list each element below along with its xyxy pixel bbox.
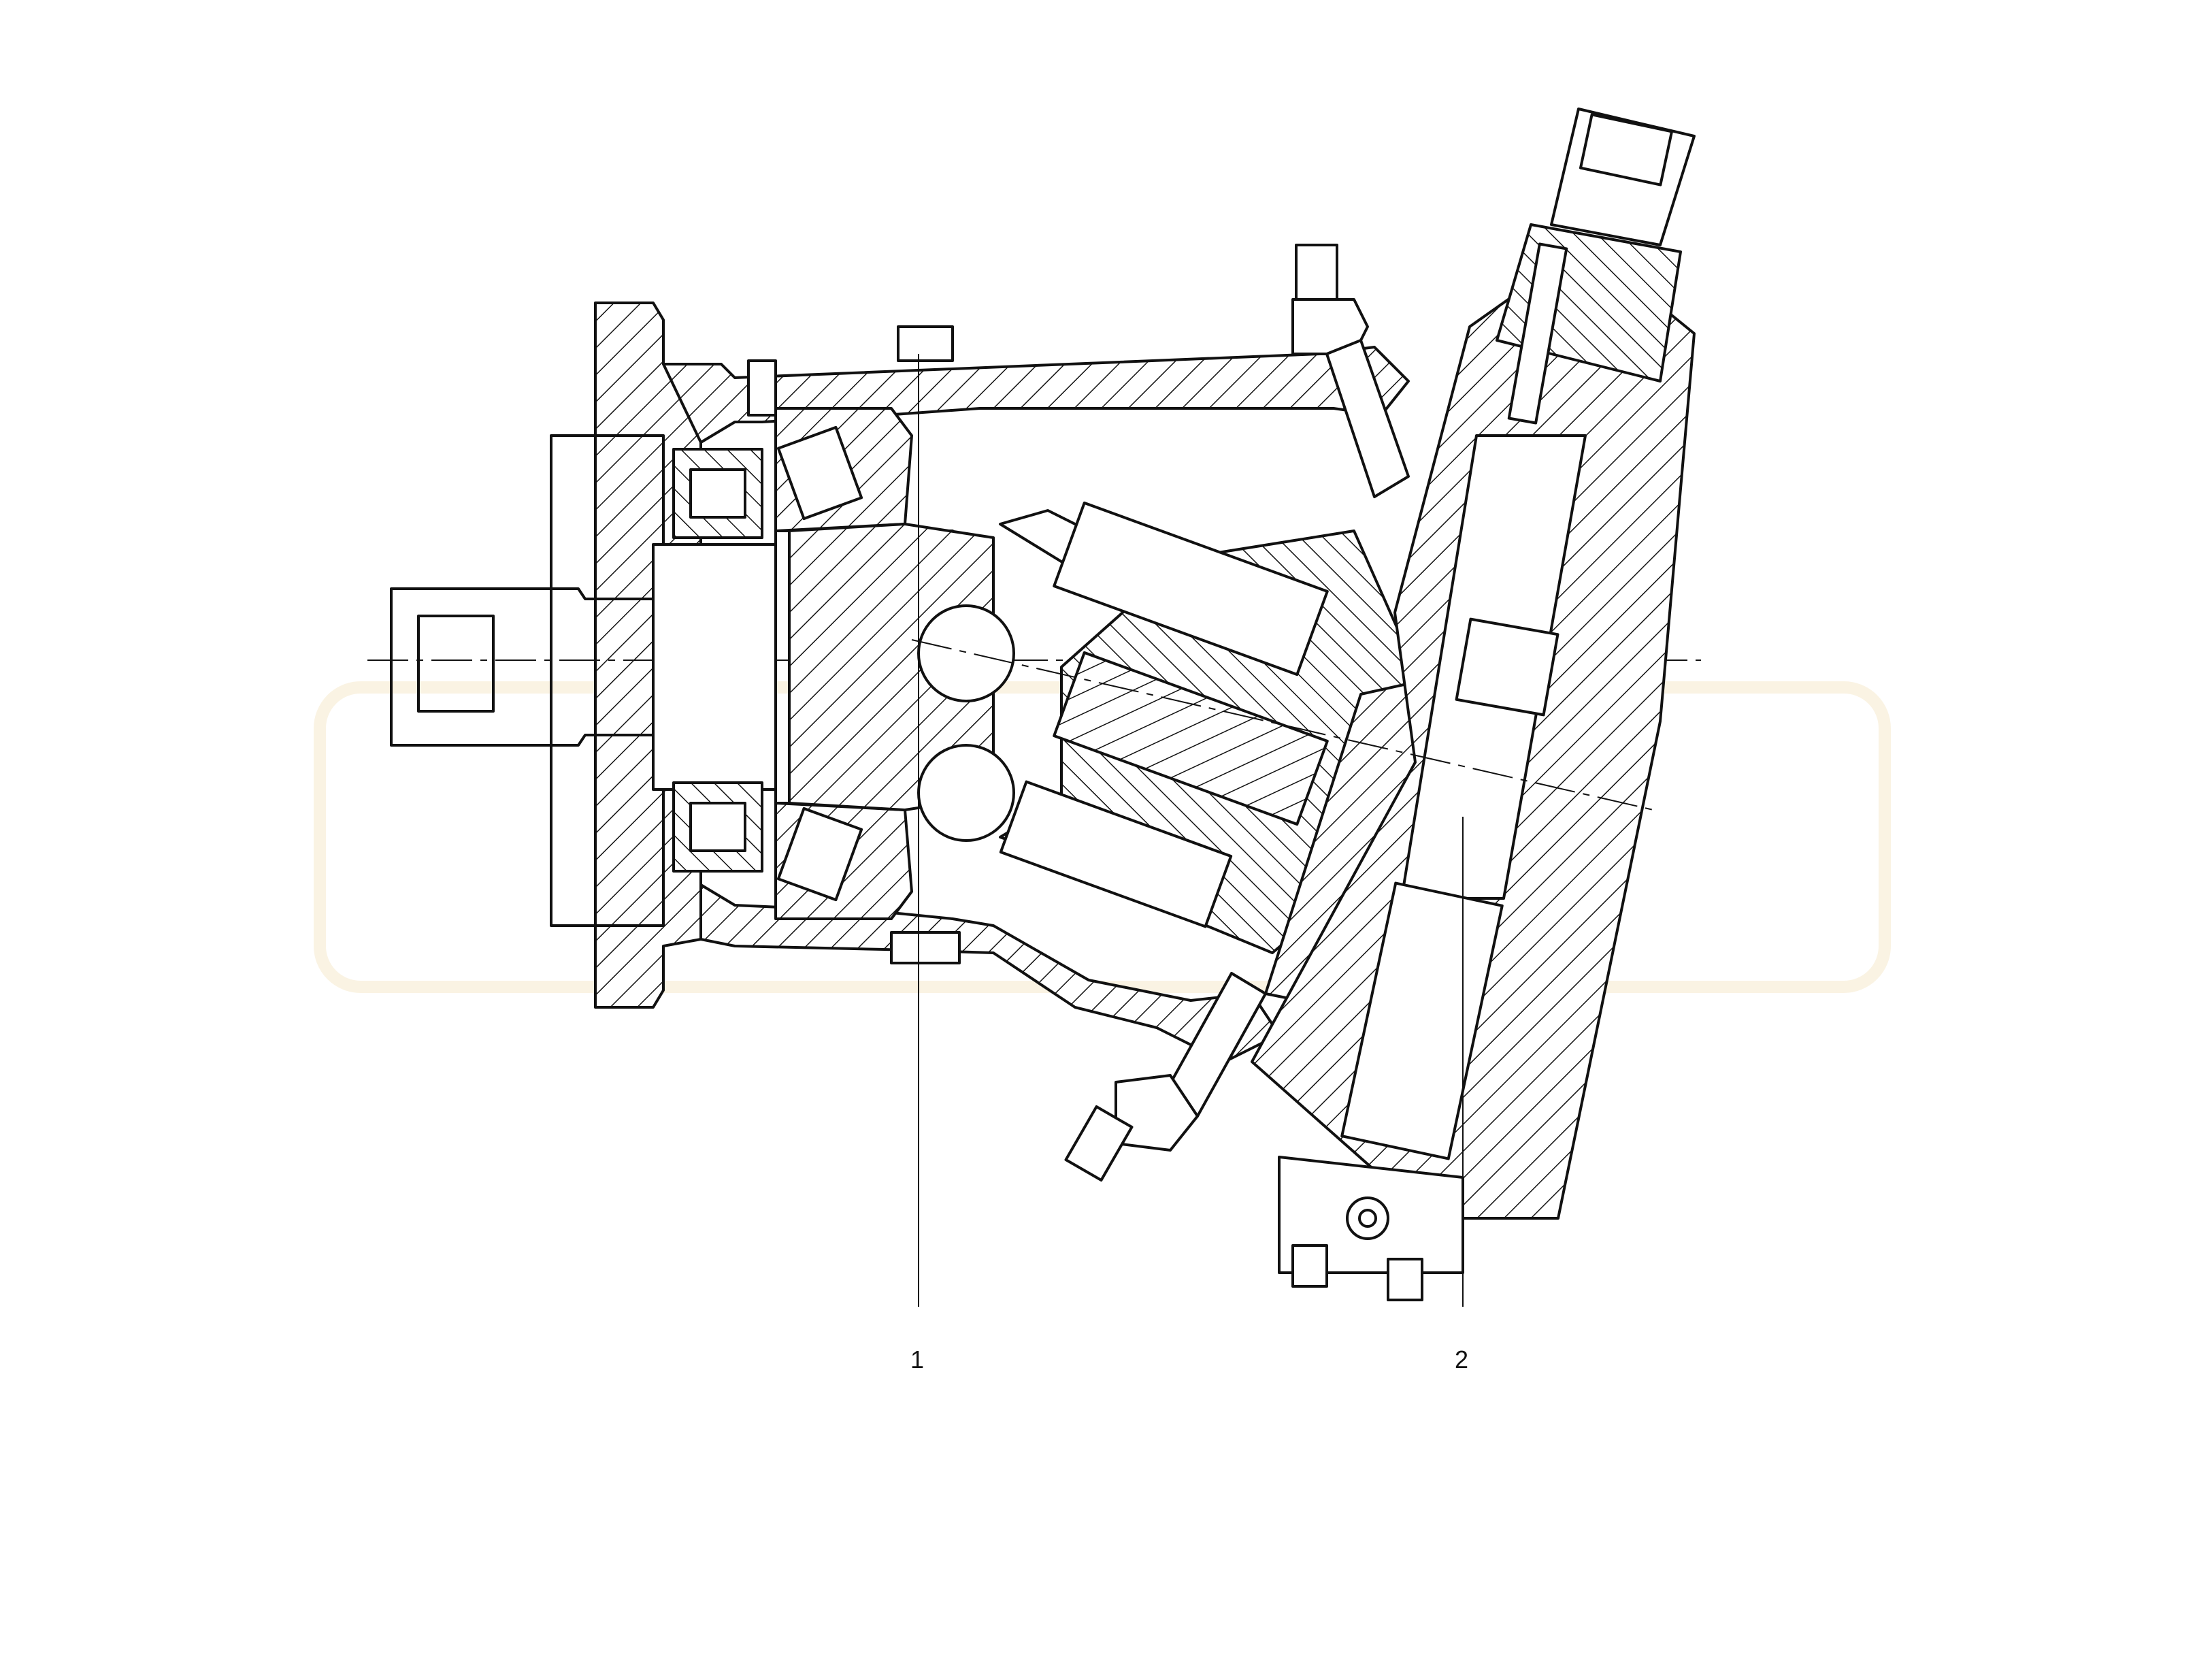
cylinder-bore-lower — [999, 780, 1233, 928]
control-piston — [1455, 617, 1559, 717]
plug-bottom — [890, 931, 961, 964]
control-spool — [1507, 242, 1568, 425]
cylinder-bore-upper — [1053, 501, 1329, 677]
shaft-spline-bore — [417, 615, 495, 713]
port-fitting-bore — [1358, 1209, 1377, 1228]
controller-cap — [1579, 113, 1674, 186]
adjust-screw-bottom-end — [1064, 1105, 1134, 1182]
callout-2-label: 2 — [1455, 1346, 1468, 1373]
port-stud-left — [1291, 1244, 1328, 1288]
ball-socket-lower — [917, 744, 1015, 842]
shaft-collar — [652, 543, 777, 791]
ball-socket-upper — [917, 604, 1015, 702]
tapered-roller-upper — [776, 425, 863, 521]
bolt-top — [747, 359, 777, 417]
lower-bearing-roller — [689, 802, 746, 852]
plug-top — [897, 325, 954, 362]
port-stud-right — [1387, 1258, 1423, 1301]
callout-1-label: 1 — [910, 1346, 924, 1373]
tapered-roller-lower — [776, 807, 863, 902]
housing-inner-wall — [550, 434, 665, 927]
control-spring-chamber — [1340, 881, 1504, 1160]
adjust-screw-top-shaft — [1325, 339, 1410, 498]
cylinder-bore-middle — [1053, 651, 1329, 826]
port-fitting — [1346, 1196, 1389, 1240]
upper-bearing-roller — [689, 468, 746, 519]
